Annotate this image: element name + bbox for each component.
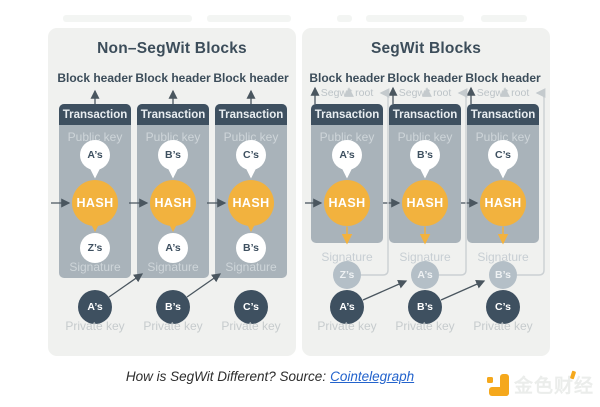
ghost-text-bar: [207, 15, 291, 22]
block-header-label: Block header: [213, 71, 289, 85]
transaction-header: Transaction: [467, 104, 539, 125]
ghost-text-bar: [366, 15, 464, 22]
signature-circle: A’s: [411, 261, 439, 289]
public-key-circle: B’s: [158, 140, 188, 170]
private-key-label: Private key: [221, 319, 281, 333]
block-header-label: Block header: [465, 71, 541, 85]
signature-circle: Z’s: [333, 261, 361, 289]
ghost-text-bar: [337, 15, 352, 22]
hash-circle: HASH: [228, 180, 274, 226]
transaction-box: Transaction Public key C’s HASH B’s Sign…: [215, 104, 287, 278]
signature-circle: Z’s: [80, 233, 110, 263]
block-column: Block header Segwit root Transaction Pub…: [465, 28, 541, 356]
panel-title: Non–SegWit Blocks: [97, 40, 247, 57]
transaction-box: Transaction Public key A’s HASH: [311, 104, 383, 243]
block-column: Block header Transaction Public key A’s …: [57, 28, 133, 356]
jinse-logo-text: 金色财经: [514, 370, 594, 398]
transaction-box: Transaction Public key C’s HASH: [467, 104, 539, 243]
private-key-circle: A’s: [330, 290, 364, 324]
public-key-label: Public key: [145, 130, 201, 144]
public-key-label: Public key: [475, 130, 531, 144]
transaction-header: Transaction: [59, 104, 131, 125]
transaction-header: Transaction: [311, 104, 383, 125]
block-column: Block header Segwit root Transaction Pub…: [387, 28, 463, 356]
block-column: Block header Segwit root Transaction Pub…: [309, 28, 385, 356]
block-header-label: Block header: [57, 71, 133, 85]
hash-circle: HASH: [150, 180, 196, 226]
private-key-circle: A’s: [78, 290, 112, 324]
block-header-label: Block header: [309, 71, 385, 85]
hash-circle: HASH: [480, 180, 526, 226]
jinse-logo-icon: [486, 373, 509, 396]
transaction-box: Transaction Public key A’s HASH Z’s Sign…: [59, 104, 131, 278]
transaction-header: Transaction: [215, 104, 287, 125]
hash-circle: HASH: [72, 180, 118, 226]
transaction-header: Transaction: [137, 104, 209, 125]
signature-label: Signature: [321, 250, 373, 264]
signature-circle: B’s: [489, 261, 517, 289]
non-segwit-panel: Non–SegWit Blocks Block header Transacti…: [48, 28, 296, 356]
private-key-label: Private key: [473, 319, 533, 333]
segwit-panel: SegWit Blocks Block header Segwit root T…: [302, 28, 550, 356]
signature-label: Signature: [147, 260, 199, 274]
ghost-text-bar: [63, 15, 192, 22]
public-key-circle: C’s: [488, 140, 518, 170]
signature-circle: A’s: [158, 233, 188, 263]
signature-label: Signature: [477, 250, 529, 264]
block-header-label: Block header: [387, 71, 463, 85]
transaction-header: Transaction: [389, 104, 461, 125]
segwit-root-label: Segwit root: [398, 87, 452, 99]
block-column: Block header Transaction Public key B’s …: [135, 28, 211, 356]
private-key-label: Private key: [65, 319, 125, 333]
private-key-label: Private key: [143, 319, 203, 333]
private-key-circle: C’s: [234, 290, 268, 324]
public-key-label: Public key: [223, 130, 279, 144]
public-key-circle: B’s: [410, 140, 440, 170]
signature-label: Signature: [225, 260, 277, 274]
private-key-label: Private key: [395, 319, 455, 333]
public-key-circle: A’s: [80, 140, 110, 170]
private-key-circle: C’s: [486, 290, 520, 324]
block-column: Block header Transaction Public key C’s …: [213, 28, 289, 356]
private-key-circle: B’s: [156, 290, 190, 324]
segwit-root-label: Segwit root: [476, 87, 530, 99]
segwit-root-label: Segwit root: [320, 87, 374, 99]
public-key-circle: A’s: [332, 140, 362, 170]
panel-title: SegWit Blocks: [370, 40, 482, 57]
private-key-circle: B’s: [408, 290, 442, 324]
ghost-text-bar: [481, 15, 527, 22]
transaction-box: Transaction Public key B’s HASH A’s Sign…: [137, 104, 209, 278]
block-header-label: Block header: [135, 71, 211, 85]
cointelegraph-link[interactable]: Cointelegraph: [330, 369, 415, 384]
signature-circle: B’s: [236, 233, 266, 263]
caption: How is SegWit Different? Source:Cointele…: [0, 369, 540, 384]
caption-text: How is SegWit Different? Source:: [125, 369, 327, 384]
transaction-box: Transaction Public key B’s HASH: [389, 104, 461, 243]
signature-label: Signature: [399, 250, 451, 264]
public-key-label: Public key: [67, 130, 123, 144]
hash-circle: HASH: [402, 180, 448, 226]
jinse-finance-watermark: 金色财经: [486, 370, 594, 398]
public-key-label: Public key: [397, 130, 453, 144]
hash-circle: HASH: [324, 180, 370, 226]
public-key-circle: C’s: [236, 140, 266, 170]
public-key-label: Public key: [319, 130, 375, 144]
signature-label: Signature: [69, 260, 121, 274]
private-key-label: Private key: [317, 319, 377, 333]
